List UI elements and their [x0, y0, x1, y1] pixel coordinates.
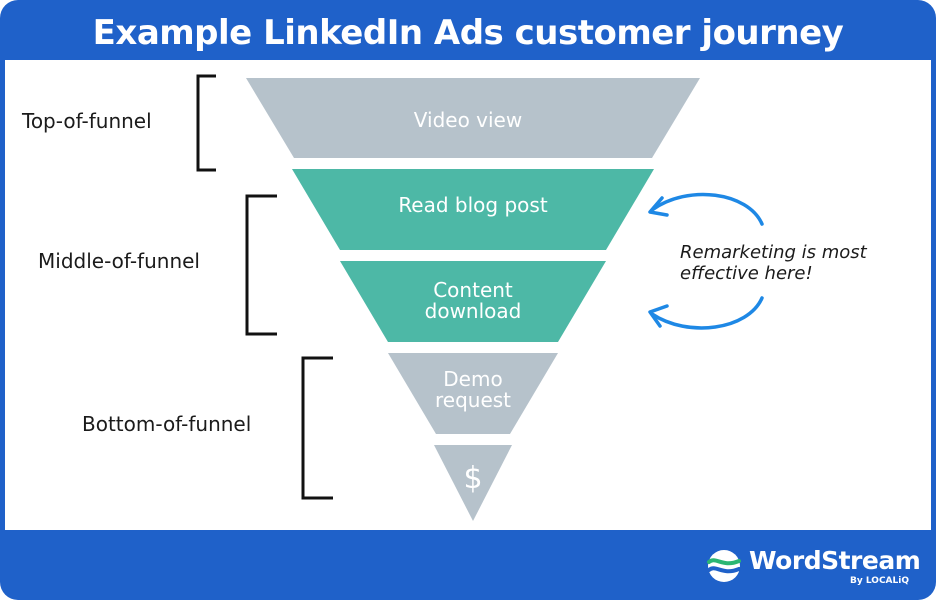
stage-label-top: Top-of-funnel — [21, 109, 152, 133]
segment-label-demo-line2: request — [435, 388, 511, 412]
segment-label-demo-line1: Demo — [443, 367, 502, 391]
stage-label-bottom: Bottom-of-funnel — [82, 412, 251, 436]
funnel-segment-demo-request — [388, 353, 558, 434]
funnel-segment-dollar — [434, 445, 512, 521]
funnel-segment-video-view — [246, 78, 700, 158]
wordstream-logo-icon — [707, 550, 741, 582]
stage-label-middle: Middle-of-funnel — [38, 249, 200, 273]
logo-byline: By LOCALiQ — [850, 576, 909, 586]
segment-label-content-line2: download — [425, 299, 522, 323]
arrow-up-icon — [648, 192, 764, 226]
segment-label-read-blog-post: Read blog post — [398, 193, 548, 217]
page-title: Example LinkedIn Ads customer journey — [92, 13, 844, 53]
remarketing-note-line1: Remarketing is most — [680, 242, 868, 263]
remarketing-note-line2: effective here! — [680, 263, 813, 284]
funnel-segment-content-download — [340, 261, 606, 342]
segment-label-video-view: Video view — [414, 108, 522, 132]
funnel-segment-read-blog-post — [292, 169, 654, 250]
logo-wordmark: WordStream — [749, 546, 921, 575]
bracket-bottom-of-funnel — [301, 356, 333, 500]
dollar-icon: $ — [463, 461, 482, 496]
bracket-top-of-funnel — [196, 74, 216, 172]
segment-label-content-line1: Content — [433, 278, 513, 302]
wordstream-logo: WordStream By LOCALiQ — [705, 545, 921, 591]
arrow-down-icon — [648, 296, 764, 330]
bracket-middle-of-funnel — [245, 194, 277, 336]
